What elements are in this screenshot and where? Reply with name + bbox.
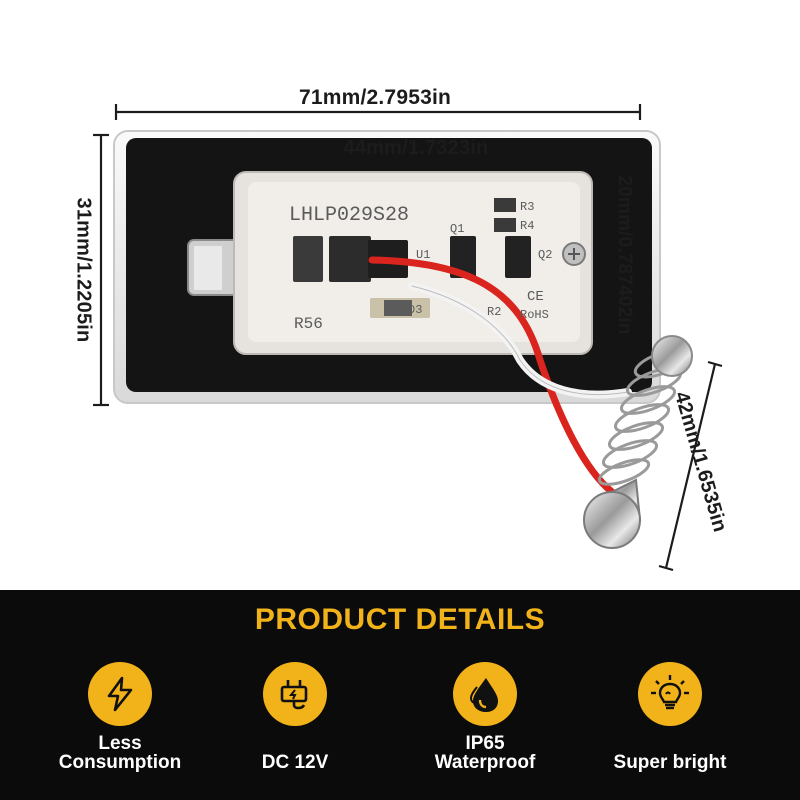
lightning-icon xyxy=(88,662,152,726)
water-drop-icon xyxy=(453,662,517,726)
pcb-r4-text: R4 xyxy=(520,219,534,233)
pcb-d3-text: D3 xyxy=(408,303,422,317)
feature-label-3: IP65 Waterproof xyxy=(434,733,536,773)
feature-super-bright: Super bright xyxy=(585,662,755,772)
pcb-r2-text: R2 xyxy=(487,305,501,319)
dimension-overall-height: 31mm/1.2205in xyxy=(72,197,95,343)
pcb-model-text: LHLP029S28 xyxy=(289,204,409,227)
pcb-r3-text: R3 xyxy=(520,200,534,214)
feature-dc-12v: DC 12V xyxy=(210,662,380,772)
product-photo: LHLP029S28 R56 Q1 Q2 R2 R3 R4 U1 D3 CE R… xyxy=(93,104,723,572)
feature-label-2: DC 12V xyxy=(261,752,329,773)
feature-less-consumption: Less Consumption xyxy=(35,662,205,772)
pcb-u1-text: U1 xyxy=(416,248,430,262)
feature-label-4: Super bright xyxy=(613,752,727,773)
product-photo-area: LHLP029S28 R56 Q1 Q2 R2 R3 R4 U1 D3 CE R… xyxy=(72,86,732,572)
dimension-inner-length: 44mm/1.7323in xyxy=(343,137,489,159)
pcb-q2-text: Q2 xyxy=(538,248,552,262)
power-plug-icon xyxy=(263,662,327,726)
festoon-bulb xyxy=(583,335,693,549)
pcb-ce-text: CE xyxy=(527,289,544,305)
pcb-q1-text: Q1 xyxy=(450,222,464,236)
pcb-markings: LHLP029S28 R56 Q1 Q2 R2 R3 R4 U1 D3 CE R… xyxy=(289,200,552,333)
pcb-r56-text: R56 xyxy=(294,315,323,333)
dimension-inner-height: 20mm/0.787402in xyxy=(614,175,635,335)
light-bulb-icon xyxy=(638,662,702,726)
wires xyxy=(368,256,632,496)
pcb-rohs-text: RoHS xyxy=(520,308,549,322)
feature-label-1: Less Consumption xyxy=(58,733,182,773)
feature-ip65-waterproof: IP65 Waterproof xyxy=(400,662,570,772)
product-details-title: PRODUCT DETAILS xyxy=(254,603,546,636)
dimension-overall-length: 71mm/2.7953in xyxy=(298,86,452,109)
